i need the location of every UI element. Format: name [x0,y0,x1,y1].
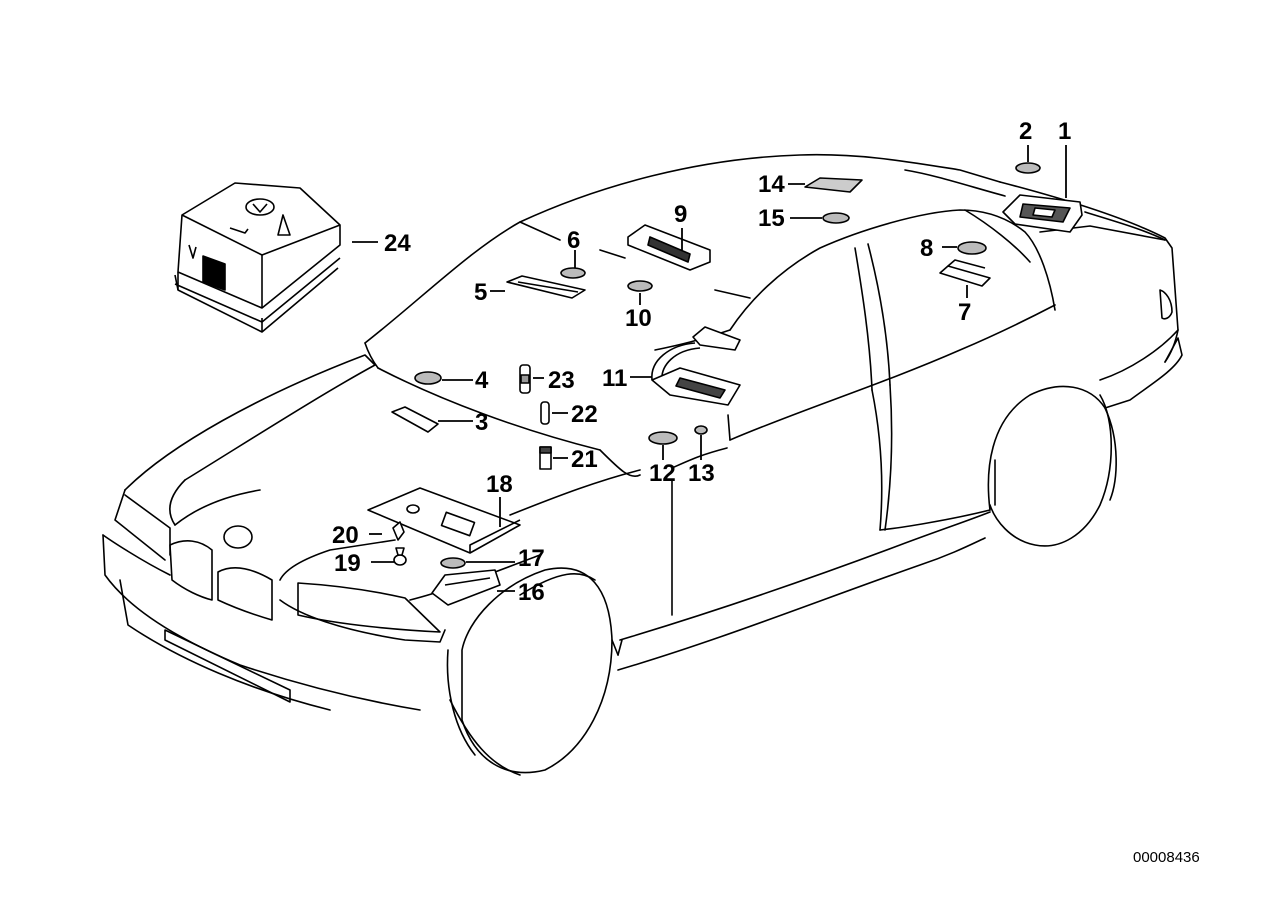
callout-labels: 1 2 3 4 5 6 7 8 9 10 11 12 13 14 15 16 1… [332,118,1071,606]
callout-13: 13 [688,460,715,487]
part-7-holder [939,259,991,287]
part-5-lens [506,275,586,299]
part-9-interior-light [627,224,711,271]
callout-4: 4 [475,367,489,394]
part-8-bulb [957,241,987,255]
callout-20: 20 [332,522,359,549]
callout-14: 14 [758,171,785,198]
callout-6: 6 [567,227,580,254]
part-17-bulb [440,557,466,569]
callout-17: 17 [518,545,545,572]
part-19-clip [393,547,407,566]
part-14-lens [804,177,863,193]
callout-10: 10 [625,305,652,332]
callout-3: 3 [475,409,488,436]
part-23-bulb [519,364,531,394]
callout-19: 19 [334,550,361,577]
part-24-component-box [174,182,341,333]
part-4-bulb [414,371,442,385]
part-18-bracket [367,487,521,554]
part-15-bulb [822,212,850,224]
callout-24: 24 [384,230,411,257]
callout-1: 1 [1058,118,1071,145]
callout-23: 23 [548,367,575,394]
callout-15: 15 [758,205,785,232]
part-20-clip [392,521,405,541]
callout-9: 9 [674,201,687,228]
callout-18: 18 [486,471,513,498]
callout-7: 7 [958,299,971,326]
part-12-bulb [648,431,678,445]
callout-2: 2 [1019,118,1032,145]
part-11-light-harness [651,326,741,406]
callout-22: 22 [571,401,598,428]
part-13-bulb [694,425,708,435]
leader-lines [352,145,1067,592]
callout-21: 21 [571,446,598,473]
diagram-reference-number: 00008436 [1133,849,1200,866]
callout-5: 5 [474,279,487,306]
callout-16: 16 [518,579,545,606]
part-2-bulb [1015,162,1041,174]
part-10-bulb [627,280,653,292]
part-22-bulb [540,401,550,425]
part-21-socket [539,446,552,470]
callout-12: 12 [649,460,676,487]
part-6-bulb [560,267,586,279]
part-3-holder [391,406,439,433]
part-1-trunk-light [1002,194,1083,233]
car-body-outline [102,153,1183,776]
callout-8: 8 [920,235,933,262]
part-16-lamp [431,569,501,606]
callout-11: 11 [602,365,627,392]
